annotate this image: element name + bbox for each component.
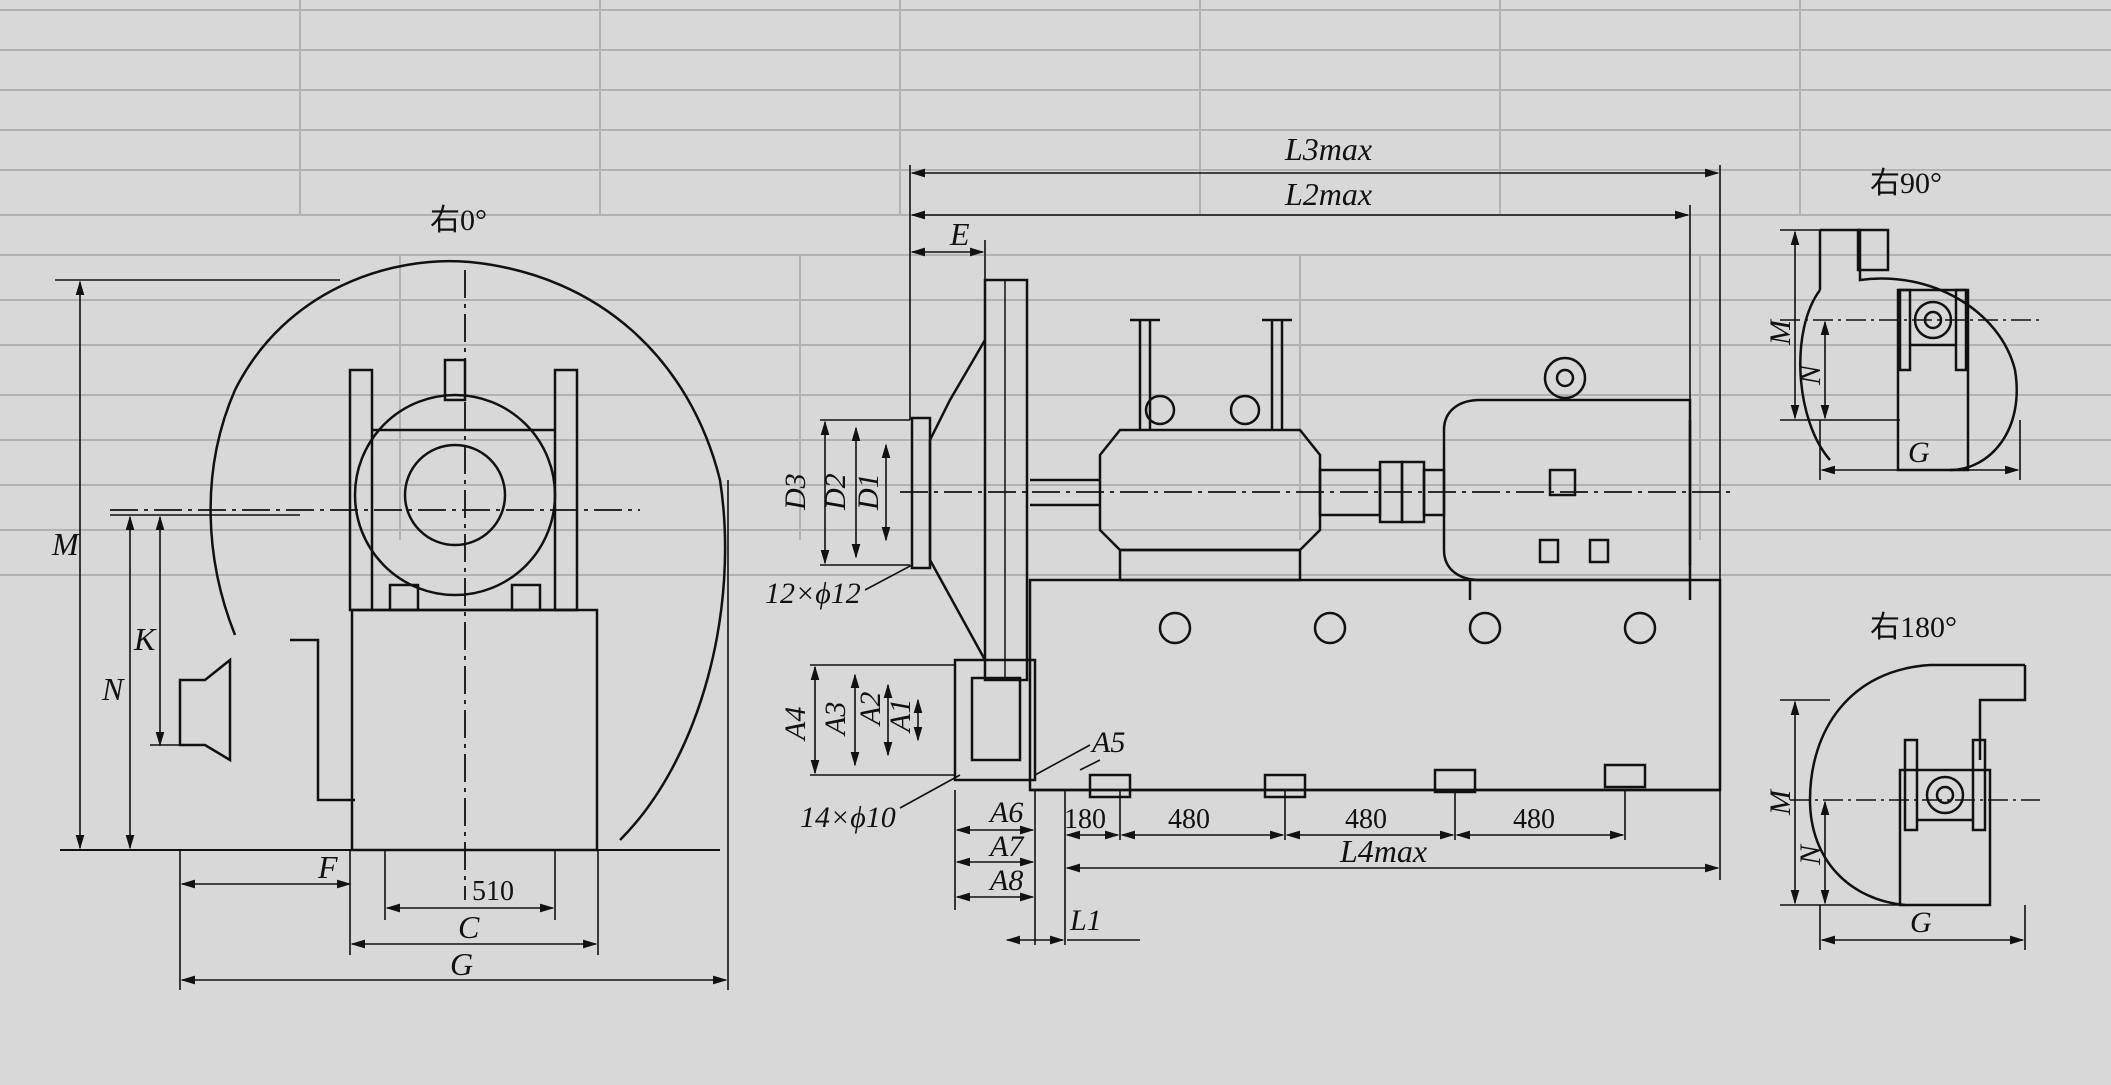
label-480-a: 480 [1168, 804, 1210, 835]
label-D1: D1 [852, 473, 885, 511]
pedestal [350, 608, 599, 852]
label-480-c: 480 [1513, 804, 1555, 835]
label-K: K [133, 621, 157, 657]
label-L1: L1 [1069, 904, 1102, 937]
right90-title: 右90° [1870, 167, 1942, 200]
label-C: C [458, 909, 480, 945]
label-A4: A4 [779, 707, 812, 742]
motor-outer [353, 393, 557, 597]
right90-labels: 右90° M N G [1764, 167, 1942, 469]
main-view-labels: 右0° M N K F 510 C G [51, 204, 514, 982]
label-A1: A1 [884, 699, 917, 734]
right180-title: 右180° [1870, 611, 1957, 644]
label-A5: A5 [1090, 726, 1125, 759]
label-A6: A6 [988, 796, 1023, 829]
label-N: N [101, 671, 125, 707]
right90-view [1780, 228, 2040, 480]
label-M: M [51, 526, 81, 562]
motor-inner [403, 443, 507, 547]
label-E: E [949, 216, 970, 252]
outlet-lower [290, 638, 355, 802]
label-D2: D2 [819, 473, 852, 511]
right180-label-M: M [1764, 788, 1797, 816]
bearing-housing [1098, 428, 1322, 552]
label-A3: A3 [819, 702, 852, 737]
right180-label-G: G [1910, 906, 1932, 939]
fan-casing [209, 259, 727, 841]
motor [1442, 398, 1692, 582]
frame-left [348, 368, 374, 612]
right180-view [1780, 663, 2040, 950]
label-A8: A8 [988, 864, 1023, 897]
label-L2max: L2max [1284, 176, 1372, 212]
label-A2: A2 [854, 692, 887, 727]
right90-label-N: N [1794, 363, 1827, 386]
right90-label-G: G [1908, 436, 1930, 469]
main-view [55, 259, 729, 990]
label-180: 180 [1064, 804, 1106, 835]
impeller [983, 278, 1029, 682]
inlet-flange-side [910, 416, 932, 570]
label-L4max: L4max [1339, 833, 1427, 869]
base-frame [1028, 578, 1722, 792]
label-A7: A7 [988, 830, 1025, 863]
label-510: 510 [472, 876, 514, 907]
label-12xphi12: 12×ϕ12 [765, 577, 861, 610]
right180-label-N: N [1794, 843, 1827, 866]
label-D3: D3 [779, 473, 812, 511]
label-14xphi10: 14×ϕ10 [800, 801, 896, 834]
label-L3max: L3max [1284, 131, 1372, 167]
side-view-labels: L3max L2max E D3 D2 D1 12×ϕ12 A4 A3 A2 A… [765, 131, 1555, 937]
side-view [810, 165, 1730, 945]
label-480-b: 480 [1345, 804, 1387, 835]
label-G: G [450, 946, 473, 982]
main-view-title: 右0° [430, 204, 487, 237]
right90-label-M: M [1764, 318, 1797, 346]
outlet-box [953, 658, 1037, 782]
right180-labels: 右180° M N G [1764, 611, 1957, 939]
label-F: F [317, 849, 338, 885]
